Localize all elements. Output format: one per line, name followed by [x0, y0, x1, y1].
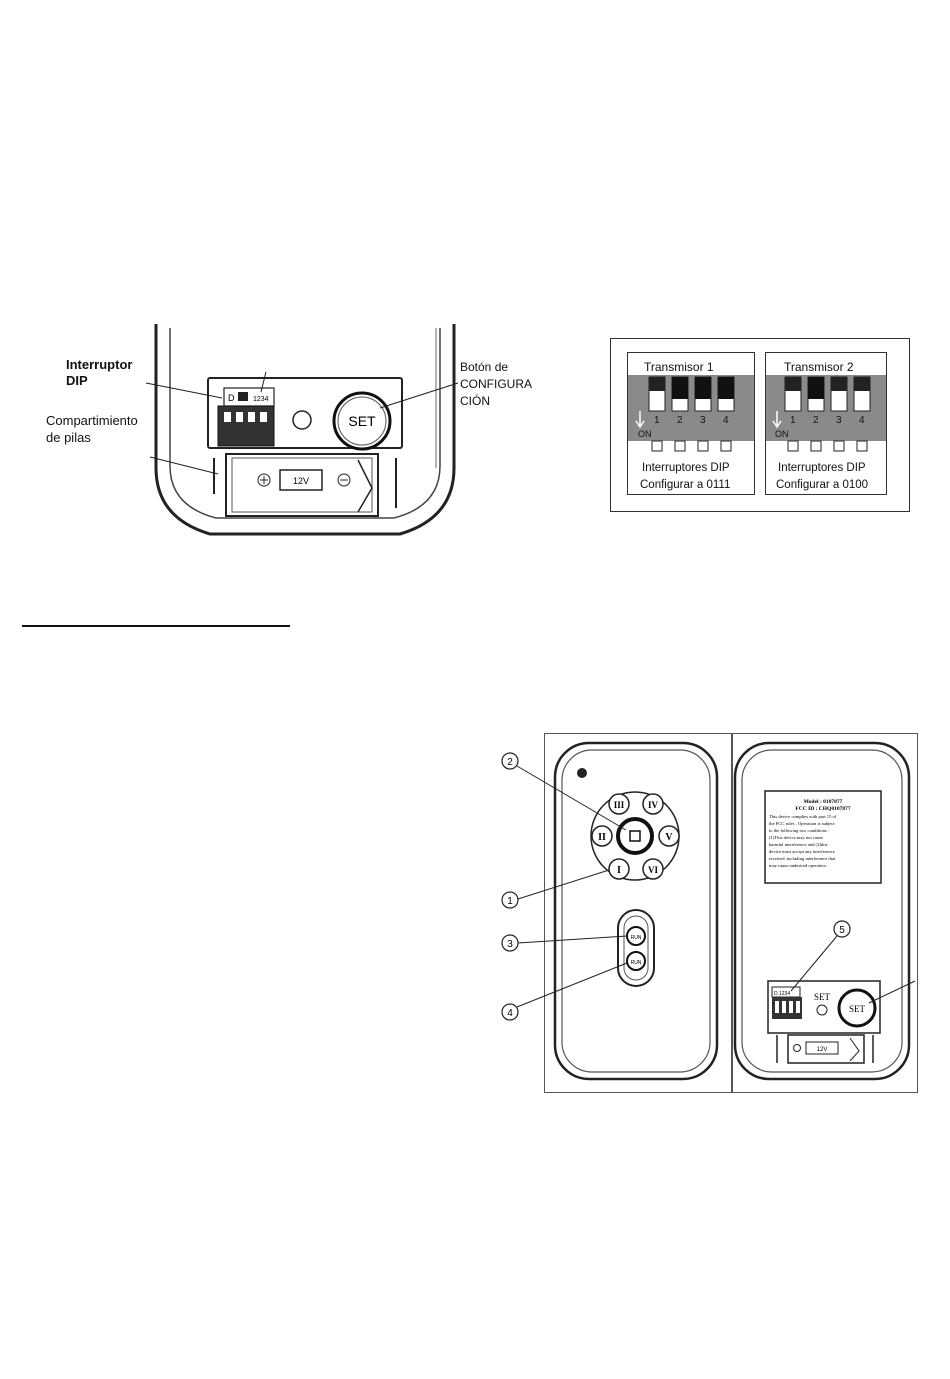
svg-text:1: 1: [507, 896, 513, 907]
svg-text:to the following two condition: to the following two conditions :: [769, 828, 829, 833]
t1-num-4: 4: [723, 415, 729, 426]
svg-text:may cause undesired operation: may cause undesired operation .: [769, 863, 828, 868]
remote-figure-divider: [731, 733, 733, 1093]
t2-num-1: 1: [790, 415, 796, 426]
dip-switch-block: D 1234: [217, 387, 275, 447]
set-button-text: SET: [348, 413, 376, 429]
svg-text:Model : 0107877: Model : 0107877: [804, 799, 843, 805]
set-button[interactable]: SET: [332, 391, 392, 451]
dip-settings-table: Transmisor 1 1 2 3 4 ON Interr: [610, 338, 910, 512]
transmitter-1-panel: Transmisor 1 1 2 3 4 ON Interr: [627, 352, 755, 495]
svg-text:received ,including interferen: received ,including interference that: [769, 856, 836, 862]
dip-tiny-d: D: [228, 393, 235, 403]
svg-text:device must accept any interfe: device must accept any interference: [769, 849, 835, 854]
button-V[interactable]: V: [658, 825, 680, 847]
transmitter-1-switches: 1 2 3 4 ON: [628, 375, 754, 452]
svg-text:RUN: RUN: [631, 960, 642, 966]
svg-text:3: 3: [507, 939, 513, 950]
button-II[interactable]: II: [591, 825, 613, 847]
oval-button-lower[interactable]: RUN: [626, 951, 646, 971]
svg-text:harmful interference and (2)th: harmful interference and (2)this: [769, 842, 828, 847]
transmitter-1-caption-2: Configurar a 0111: [640, 479, 731, 491]
t2-on-label: ON: [775, 429, 789, 439]
label-battery-line2: de pilas: [46, 430, 91, 445]
remote-front: I II III IV V VI RUN RUN: [553, 741, 719, 1081]
transmitter-2-switches: 1 2 3 4 ON: [766, 375, 886, 452]
transmitter-2-title: Transmisor 2: [784, 360, 854, 374]
transmitter-2-caption-2: Configurar a 0100: [776, 479, 869, 491]
label-set-line1: Botón de: [460, 360, 509, 374]
fcc-label: [764, 790, 882, 884]
callout-4: 4: [501, 1003, 519, 1021]
svg-text:2: 2: [507, 757, 513, 768]
button-IV[interactable]: IV: [642, 793, 664, 815]
svg-text:RUN: RUN: [631, 935, 642, 941]
svg-text:5: 5: [839, 925, 845, 936]
svg-text:(1)This device may not cause: (1)This device may not cause: [769, 835, 823, 840]
svg-text:4: 4: [507, 1008, 513, 1019]
svg-text:This device complies with part: This device complies with part 15 of: [769, 814, 837, 819]
t2-num-3: 3: [836, 415, 842, 426]
remote-drawing: I II III IV V VI RUN RUN 2 1 3 4 Model :…: [501, 741, 916, 1081]
remote-back: Model : 0107877 FCC ID : CHQ0107877 This…: [733, 741, 911, 1081]
button-VI[interactable]: VI: [642, 858, 664, 880]
transmitter-2-panel: Transmisor 2 1 2 3 4 ON Interruptores DI…: [765, 352, 887, 495]
callout-2: 2: [501, 752, 519, 770]
svg-text:FCC ID : CHQ0107877: FCC ID : CHQ0107877: [795, 806, 850, 812]
svg-text:the FCC rules . Operation is s: the FCC rules . Operation is subject: [769, 821, 835, 826]
t1-num-2: 2: [677, 415, 683, 426]
t2-num-4: 4: [859, 415, 865, 426]
transmitter-back-drawing: D 1234 SET 12V: [154, 324, 456, 536]
label-dip-line1: Interruptor: [66, 357, 133, 372]
oval-button-upper[interactable]: RUN: [626, 926, 646, 946]
transmitter-2-caption-1: Interruptores DIP: [778, 462, 866, 474]
back-set-button[interactable]: SET: [837, 988, 877, 1028]
callout-3: 3: [501, 934, 519, 952]
svg-text:V: V: [665, 832, 673, 843]
svg-text:12V: 12V: [817, 1047, 828, 1053]
back-set-label: SET: [814, 992, 831, 1002]
battery-compartment: 12V: [225, 453, 379, 517]
svg-text:III: III: [614, 800, 625, 810]
t1-num-3: 3: [700, 415, 706, 426]
figure1-leader-lines: [145, 371, 459, 475]
svg-text:VI: VI: [648, 865, 658, 875]
svg-text:I: I: [617, 865, 621, 876]
svg-text:II: II: [598, 832, 606, 843]
front-led: [577, 768, 587, 778]
button-III[interactable]: III: [608, 793, 630, 815]
transmitter-1-caption-1: Interruptores DIP: [642, 462, 730, 474]
transmitter-1-title: Transmisor 1: [644, 360, 714, 374]
button-I[interactable]: I: [608, 858, 630, 880]
led-indicator: [292, 410, 312, 430]
label-dip-line2: DIP: [66, 373, 88, 388]
t1-num-1: 1: [654, 415, 660, 426]
svg-text:D 1234: D 1234: [774, 991, 790, 997]
section-heading-underline: [22, 625, 290, 627]
callout-1: 1: [501, 891, 519, 909]
callout-5: 5: [833, 920, 851, 938]
t1-on-label: ON: [638, 429, 652, 439]
label-set-line3: CIÓN: [460, 394, 490, 408]
t2-num-2: 2: [813, 415, 819, 426]
label-set-line2: CONFIGURA: [460, 377, 532, 391]
dip-tiny-numbers: 1234: [253, 396, 269, 403]
svg-text:SET: SET: [849, 1004, 866, 1014]
svg-text:IV: IV: [648, 800, 659, 810]
label-battery-line1: Compartimiento: [46, 413, 138, 428]
battery-12v-text: 12V: [293, 476, 309, 486]
